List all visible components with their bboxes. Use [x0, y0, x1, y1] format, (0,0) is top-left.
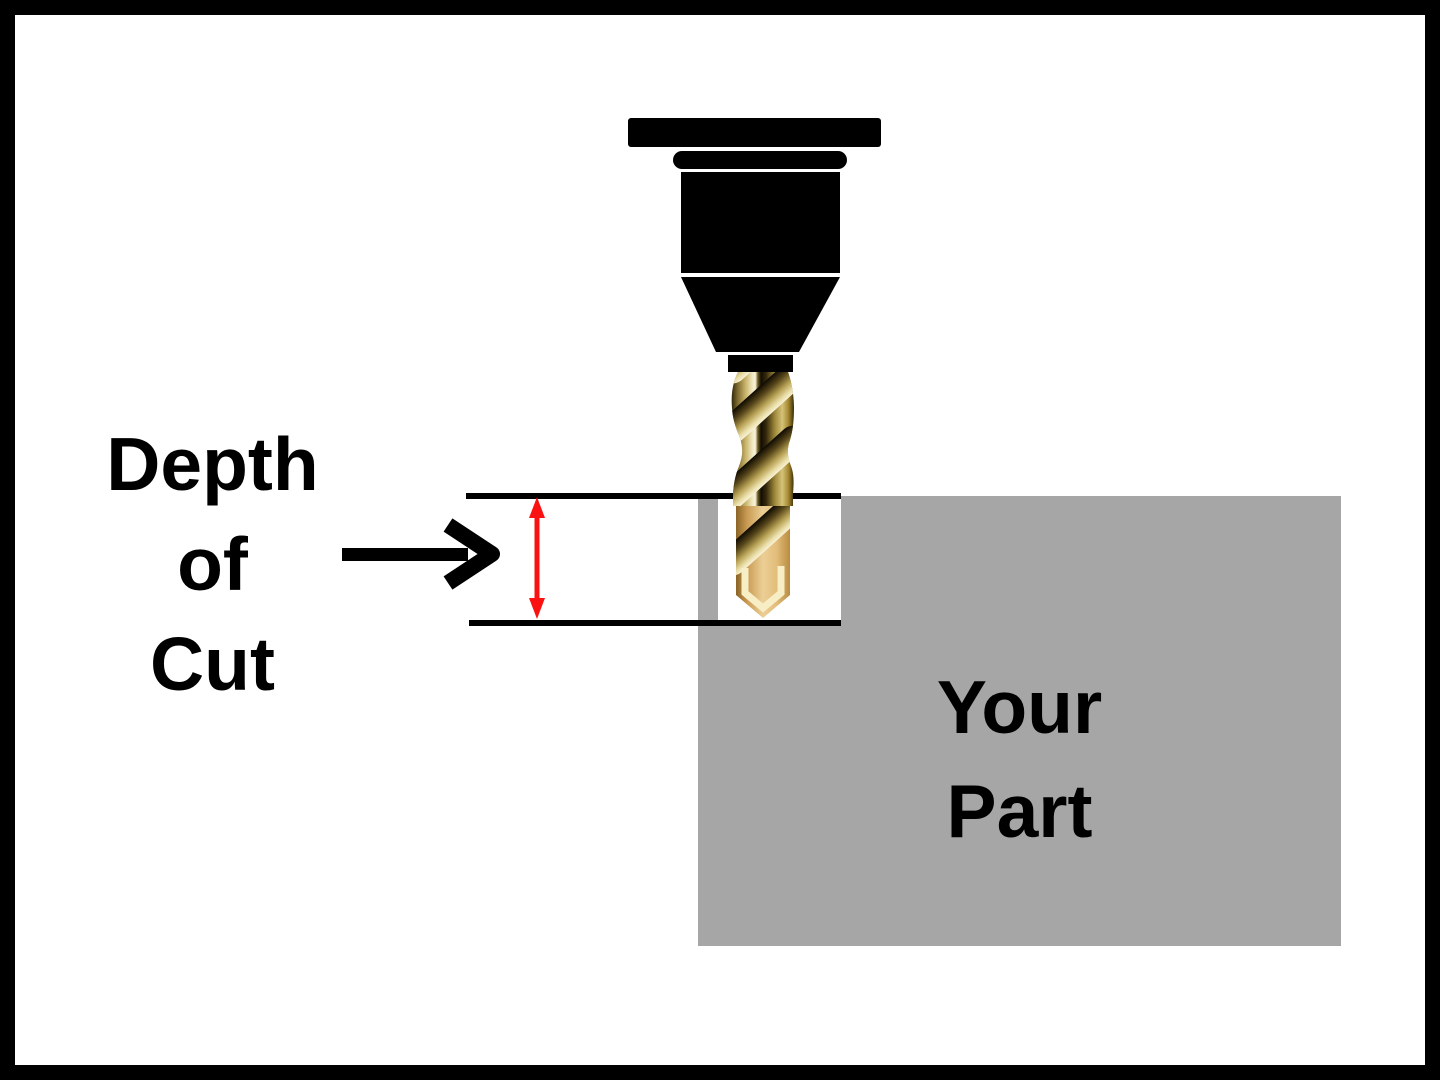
- depth-extent-arrow-icon: [529, 497, 545, 619]
- your-part-line-1: Your: [936, 665, 1103, 749]
- pointer-arrow-shaft: [342, 548, 468, 561]
- depth-of-cut-line-1: Depth: [106, 422, 319, 506]
- your-part-line-2: Part: [946, 769, 1093, 853]
- your-part-label: Your Part: [698, 655, 1341, 863]
- drill-chuck-top-bar-icon: [628, 118, 881, 147]
- drill-chuck-body-icon: [681, 172, 840, 273]
- drill-bit-icon: [731, 372, 795, 618]
- pointer-arrow-head-icon: [443, 518, 500, 590]
- depth-of-cut-label: Depth of Cut: [40, 414, 385, 714]
- depth-of-cut-line-2: of: [177, 522, 248, 606]
- drill-chuck-taper-icon: [681, 277, 840, 352]
- depth-of-cut-line-3: Cut: [150, 622, 275, 706]
- depth-line: [469, 620, 841, 626]
- surface-line: [466, 493, 841, 499]
- drill-chuck-flange-icon: [673, 151, 847, 169]
- drill-chuck-collar-icon: [728, 355, 793, 372]
